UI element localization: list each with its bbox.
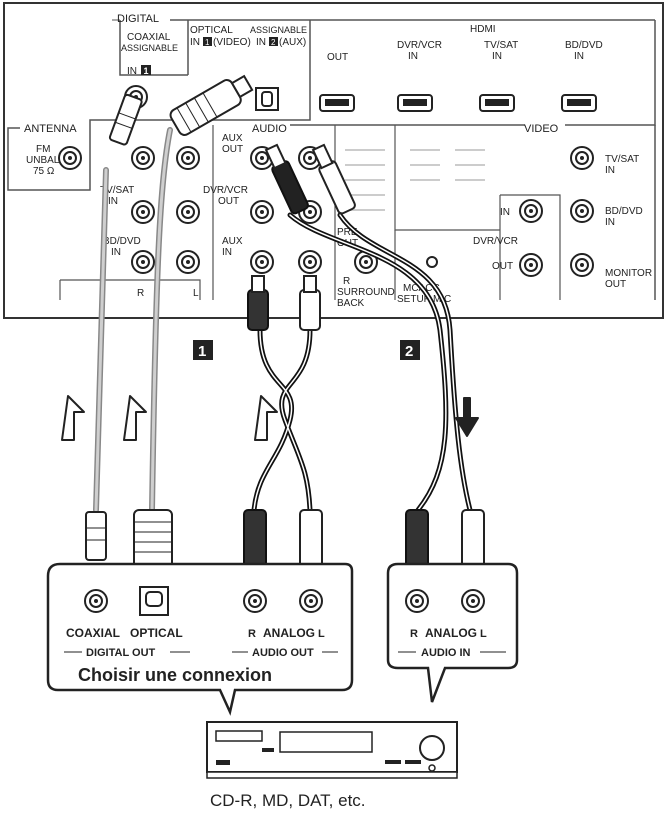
label-video-tv-1: TV/SAT bbox=[605, 154, 639, 165]
label-setup-mic: SETUP MIC bbox=[397, 294, 451, 305]
label-analog-in: ANALOG bbox=[425, 626, 477, 640]
label-video-bd-1: BD/DVD bbox=[605, 206, 643, 217]
label-fm: FM bbox=[36, 144, 50, 155]
label-coaxial: COAXIAL bbox=[127, 32, 171, 43]
label-hdmi-dvr-1: DVR/VCR bbox=[397, 40, 442, 51]
label-r-in: R bbox=[410, 628, 418, 640]
device-caption: CD-R, MD, DAT, etc. bbox=[210, 791, 366, 810]
label-fm-ohm: 75 Ω bbox=[33, 166, 55, 177]
label-optical-in2-num: 2 bbox=[271, 38, 276, 47]
label-optical-assignable: ASSIGNABLE bbox=[250, 25, 307, 35]
label-aux-in-2: IN bbox=[222, 247, 232, 258]
label-optical-in1-num: 1 bbox=[205, 38, 210, 47]
label-optical: OPTICAL bbox=[190, 25, 233, 36]
label-in-num: 1 bbox=[144, 66, 149, 76]
label-antenna: ANTENNA bbox=[24, 123, 77, 135]
label-audio-out: AUDIO OUT bbox=[252, 647, 314, 659]
hdmi-tv-port bbox=[479, 94, 515, 112]
label-tvsat-in-1: TV/SAT bbox=[100, 185, 134, 196]
label-optical-out: OPTICAL bbox=[130, 626, 183, 640]
label-dvr-out-2: OUT bbox=[218, 196, 239, 207]
receiver-plugs bbox=[108, 74, 356, 331]
label-optical-in1: IN bbox=[190, 37, 200, 48]
label-r-panel: R bbox=[137, 288, 144, 299]
label-optical-in2-rest: (AUX) bbox=[279, 37, 306, 48]
arrow-up-analog bbox=[254, 395, 278, 441]
cables bbox=[93, 127, 473, 513]
label-analog-out: ANALOG bbox=[263, 626, 315, 640]
label-aux-out-1: AUX bbox=[222, 133, 243, 144]
label-video-out: OUT bbox=[492, 261, 513, 272]
label-sb-r: R bbox=[343, 276, 350, 287]
label-coaxial-out: COAXIAL bbox=[66, 626, 120, 640]
marker-1-box bbox=[193, 340, 213, 360]
label-sb-back: BACK bbox=[337, 298, 365, 309]
hdmi-bd-port bbox=[561, 94, 597, 112]
label-tvsat-in-2: IN bbox=[108, 196, 118, 207]
label-aux-in-1: AUX bbox=[222, 236, 243, 247]
label-r-out: R bbox=[248, 628, 256, 640]
label-digital-out: DIGITAL OUT bbox=[86, 647, 156, 659]
marker-1: 1 bbox=[198, 343, 206, 360]
label-hdmi-bd-2: IN bbox=[574, 51, 584, 62]
label-fm-unbal: UNBAL bbox=[26, 155, 60, 166]
hdmi-dvr-port bbox=[397, 94, 433, 112]
arrow-up-optical bbox=[123, 395, 147, 441]
signal-arrows bbox=[61, 395, 479, 441]
caption-choisir: Choisir une connexion bbox=[78, 665, 272, 685]
label-aux-out-2: OUT bbox=[222, 144, 243, 155]
label-l-in: L bbox=[480, 628, 487, 640]
label-dvr-out-1: DVR/VCR bbox=[203, 185, 248, 196]
label-hdmi: HDMI bbox=[470, 24, 496, 35]
recorder-device-icon bbox=[206, 721, 458, 779]
label-video: VIDEO bbox=[524, 123, 559, 135]
label-hdmi-dvr-2: IN bbox=[408, 51, 418, 62]
label-optical-in1-rest: (VIDEO) bbox=[213, 37, 251, 48]
label-audio-in: AUDIO IN bbox=[421, 647, 471, 659]
device-box-left: COAXIAL OPTICAL DIGITAL OUT R ANALOG L A… bbox=[46, 562, 354, 716]
label-pre-1: PRE bbox=[337, 227, 358, 238]
mcacc-mic-jack bbox=[426, 256, 438, 268]
arrow-up-coax bbox=[61, 395, 85, 441]
label-video-bd-2: IN bbox=[605, 217, 615, 228]
label-monitor-2: OUT bbox=[605, 279, 626, 290]
label-bddvd-in-1: BD/DVD bbox=[103, 236, 141, 247]
label-audio: AUDIO bbox=[252, 123, 287, 135]
label-hdmi-out: OUT bbox=[327, 52, 348, 63]
label-optical-in2-prefix: IN bbox=[256, 37, 266, 48]
label-bddvd-in-2: IN bbox=[111, 247, 121, 258]
label-hdmi-tv-2: IN bbox=[492, 51, 502, 62]
markers: 1 2 bbox=[193, 340, 420, 360]
label-l-panel: L bbox=[193, 288, 199, 299]
label-dvr-vcr: DVR/VCR bbox=[473, 236, 518, 247]
label-l-out: L bbox=[318, 628, 325, 640]
label-hdmi-tv-1: TV/SAT bbox=[484, 40, 518, 51]
label-video-in: IN bbox=[500, 207, 510, 218]
label-digital: DIGITAL bbox=[117, 13, 159, 25]
label-assignable: ASSIGNABLE bbox=[121, 43, 178, 53]
label-video-tv-2: IN bbox=[605, 165, 615, 176]
device-box-right: R ANALOG L AUDIO IN bbox=[386, 562, 519, 703]
arrow-down-audio-in bbox=[455, 397, 479, 437]
marker-2: 2 bbox=[405, 343, 413, 360]
label-monitor-1: MONITOR bbox=[605, 268, 652, 279]
label-sb-surround: SURROUND bbox=[337, 287, 395, 298]
fm-antenna-jack bbox=[58, 146, 82, 170]
hdmi-out-port bbox=[319, 94, 355, 112]
label-in: IN bbox=[127, 66, 137, 77]
marker-2-box bbox=[400, 340, 420, 360]
label-hdmi-bd-1: BD/DVD bbox=[565, 40, 603, 51]
